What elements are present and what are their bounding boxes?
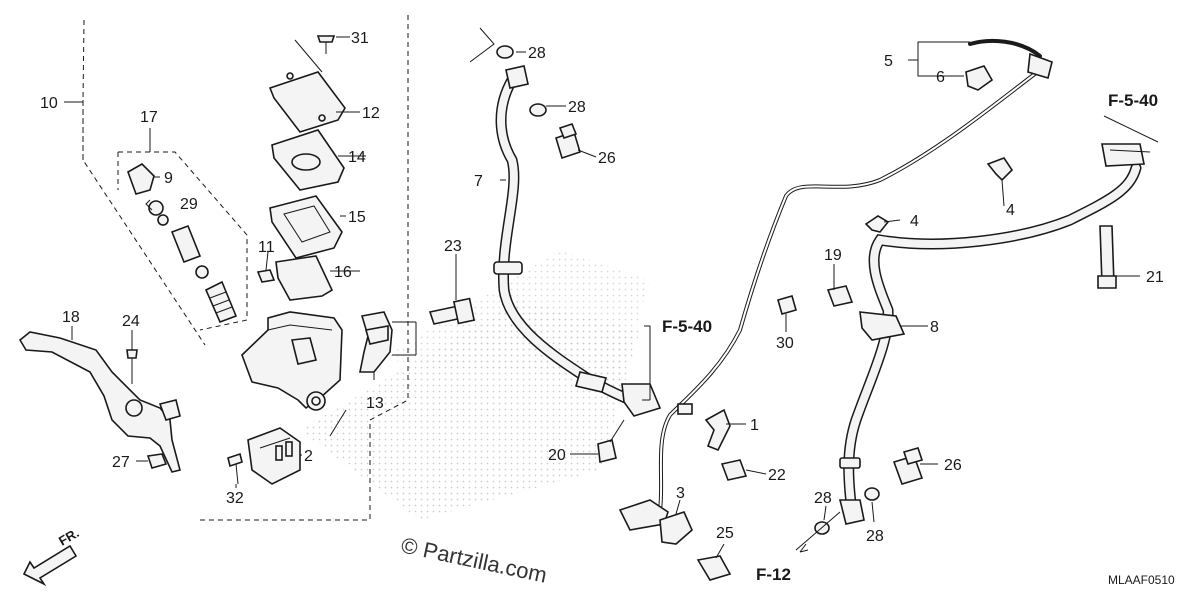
lever-nut-27[interactable] — [146, 453, 168, 469]
label-31: 31 — [351, 30, 369, 47]
diaphragm[interactable] — [269, 195, 343, 259]
brake-switch[interactable] — [247, 427, 301, 485]
bolt-20[interactable] — [597, 419, 625, 463]
label-24: 24 — [122, 313, 140, 330]
brake-hose-8[interactable] — [838, 143, 1145, 525]
label-6: 6 — [936, 69, 945, 86]
holder-bolt-23[interactable] — [428, 297, 476, 325]
bolt-19[interactable] — [826, 285, 854, 307]
label-9: 9 — [164, 170, 173, 187]
label-11: 11 — [258, 239, 275, 256]
bolt-25[interactable] — [696, 555, 732, 581]
leader-lines — [64, 27, 1159, 559]
label-1: 1 — [750, 417, 759, 434]
label-25: 25 — [716, 525, 734, 542]
reservoir-cap[interactable] — [268, 71, 346, 133]
reservoir-cap-screw[interactable] — [316, 35, 336, 54]
label-3: 3 — [676, 485, 685, 502]
label-26-a: 26 — [598, 150, 616, 167]
ref-f-5-40-mid: F-5-40 — [662, 317, 712, 336]
abs-sensor-3[interactable] — [618, 499, 693, 545]
sealing-washer-28a[interactable] — [496, 45, 514, 59]
label-30: 30 — [776, 335, 794, 352]
label-28-b: 28 — [568, 99, 586, 116]
label-28-a: 28 — [528, 45, 546, 62]
brake-lever[interactable] — [18, 331, 181, 473]
label-16: 16 — [334, 264, 352, 281]
brake-switch-clip[interactable] — [256, 269, 276, 283]
group-boundaries — [82, 15, 409, 521]
front-direction-label: FR. — [56, 525, 82, 548]
label-10: 10 — [40, 95, 58, 112]
label-4-b: 4 — [1006, 202, 1015, 219]
clip-30[interactable] — [777, 295, 797, 315]
float-plate[interactable] — [275, 255, 334, 301]
lever-pivot-bolt-24[interactable] — [126, 349, 138, 384]
label-22: 22 — [768, 467, 786, 484]
label-2: 2 — [304, 448, 313, 465]
abs-sensor-cable[interactable] — [658, 38, 1053, 512]
label-7: 7 — [474, 173, 483, 190]
cable-clamp-6[interactable] — [965, 65, 994, 91]
switch-screw-32[interactable] — [227, 452, 243, 485]
label-8: 8 — [930, 319, 939, 336]
handlebar-holder[interactable] — [359, 311, 393, 373]
label-23: 23 — [444, 238, 462, 255]
master-cylinder-body[interactable] — [241, 311, 343, 411]
sealing-washer-28b[interactable] — [529, 103, 547, 117]
label-27: 27 — [112, 454, 130, 471]
oil-bolt-26a[interactable] — [555, 123, 581, 160]
label-20: 20 — [548, 447, 566, 464]
label-28-c: 28 — [814, 490, 832, 507]
label-17: 17 — [140, 109, 158, 126]
bolt-21[interactable] — [1097, 225, 1117, 289]
partzilla-watermark: © Partzilla.com — [399, 532, 549, 587]
ref-f-12: F-12 — [756, 565, 791, 584]
clamp-4a[interactable] — [986, 157, 1014, 182]
label-4-a: 4 — [910, 213, 919, 230]
front-direction-arrow: FR. — [22, 525, 82, 587]
label-19: 19 — [824, 247, 842, 264]
label-15: 15 — [348, 209, 366, 226]
label-14: 14 — [348, 149, 366, 166]
reference-labels: F-5-40 F-5-40 F-12 — [662, 91, 1158, 584]
piston-kit[interactable] — [127, 163, 238, 324]
label-21: 21 — [1146, 269, 1164, 286]
sealing-washer-28d[interactable] — [864, 487, 880, 501]
label-32: 32 — [226, 490, 244, 507]
bolt-22[interactable] — [720, 459, 748, 481]
label-28-d: 28 — [866, 528, 884, 545]
diagram-code: MLAAF0510 — [1108, 573, 1175, 587]
ref-f-5-40-top: F-5-40 — [1108, 91, 1158, 110]
part-labels: 31 12 14 15 11 16 13 2 32 10 17 9 29 18 … — [40, 30, 1164, 545]
label-12: 12 — [362, 105, 380, 122]
label-18: 18 — [62, 309, 80, 326]
clamp-4b[interactable] — [864, 215, 890, 233]
diaphragm-plate[interactable] — [271, 129, 345, 191]
label-13: 13 — [366, 395, 384, 412]
label-26-b: 26 — [944, 457, 962, 474]
sensor-stay-1[interactable] — [704, 408, 731, 452]
label-5: 5 — [884, 53, 893, 70]
oil-bolt-26b[interactable] — [892, 447, 924, 485]
label-29: 29 — [180, 196, 198, 213]
